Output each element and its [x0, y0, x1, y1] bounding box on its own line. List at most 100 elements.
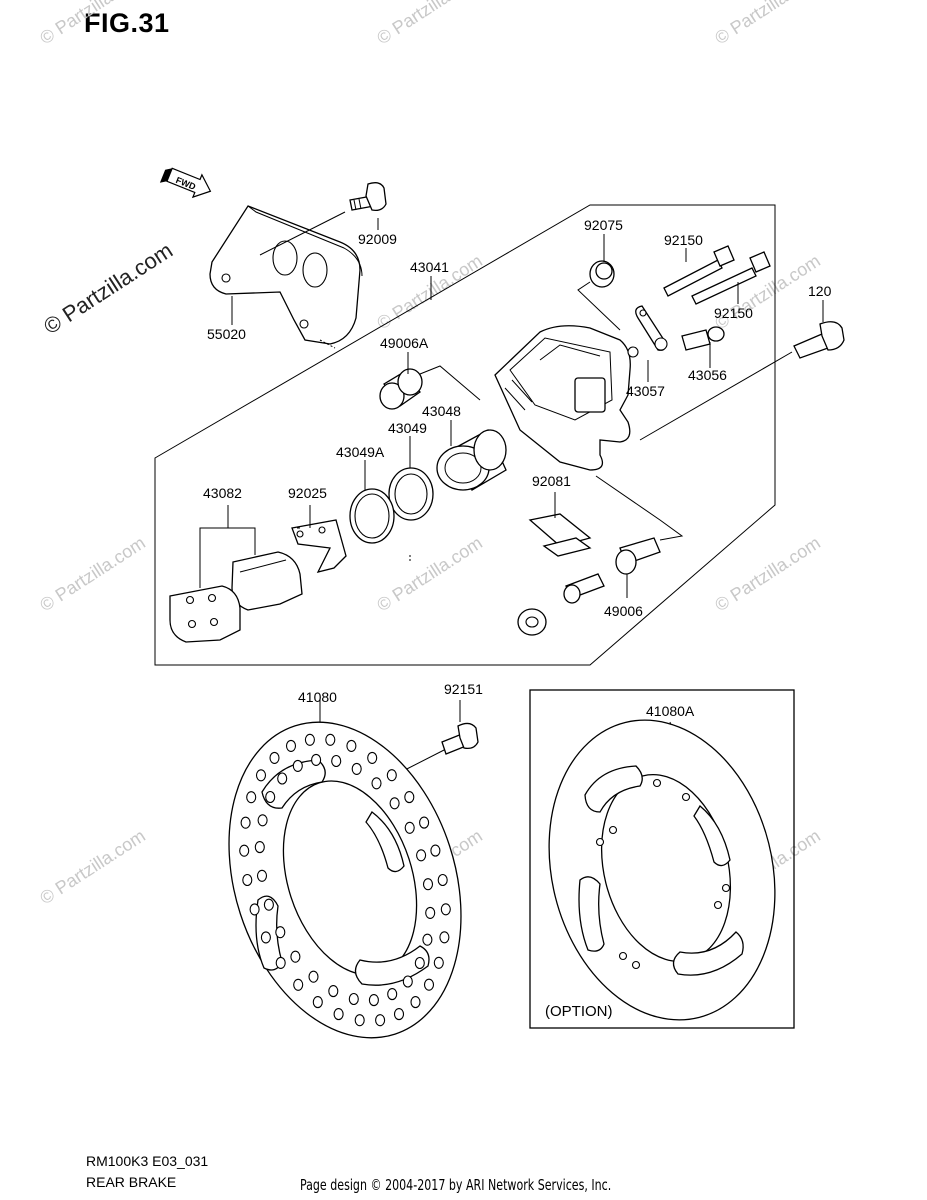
disc-hole	[328, 985, 339, 998]
brake-disc-41080A	[548, 719, 776, 1021]
disc-hole	[386, 769, 397, 782]
disc-hole	[422, 933, 433, 946]
disc-hole	[422, 878, 434, 891]
section-name: REAR BRAKE	[86, 1174, 177, 1190]
watermark-large: © Partzilla.com	[39, 237, 177, 339]
figure-title: FIG.31	[84, 8, 170, 38]
disc-hole	[425, 906, 436, 919]
disc-hole	[346, 739, 357, 752]
disc-hole	[240, 816, 251, 829]
pad-spring-92025	[291, 519, 347, 573]
disc-hole	[410, 996, 421, 1009]
piston-seal-43049	[388, 467, 434, 521]
disc-hole	[404, 821, 415, 834]
disc-hole	[402, 975, 413, 988]
caliper-body	[494, 325, 639, 471]
disc-hole	[414, 956, 425, 970]
disc-hole	[325, 733, 336, 746]
disc-hole	[312, 996, 323, 1009]
brake-disc-41080	[228, 721, 462, 1039]
label-92150-bottom: 92150	[714, 305, 753, 321]
watermark: © Partzilla.com	[36, 533, 149, 616]
label-43041: 43041	[410, 259, 449, 275]
watermark: © Partzilla.com	[373, 0, 486, 48]
disc-hole	[275, 926, 286, 939]
disc-hole	[304, 733, 315, 746]
disc-hole	[255, 769, 267, 782]
bleeder-parts	[635, 305, 725, 351]
label-43056: 43056	[688, 367, 727, 383]
pin-49006	[517, 537, 661, 636]
label-43057: 43057	[626, 383, 665, 399]
fwd-arrow-icon: FWD	[159, 167, 212, 199]
disc-bolt-92151	[441, 722, 479, 755]
watermark: © Partzilla.com	[36, 826, 149, 909]
disc-hole	[239, 844, 250, 857]
label-43049: 43049	[388, 420, 427, 436]
disc-hole	[375, 1014, 386, 1027]
disc-hole	[275, 956, 286, 969]
disc-hole	[249, 903, 260, 916]
disc-hole	[440, 903, 451, 916]
disc-hole	[293, 978, 304, 991]
disc-hole	[331, 754, 342, 768]
label-92151: 92151	[444, 681, 483, 697]
disc-hole	[404, 791, 415, 804]
disc-hole	[368, 994, 379, 1007]
disc-hole	[351, 762, 362, 775]
disc-hole	[308, 970, 319, 983]
disc-holes	[239, 733, 451, 1027]
disc-hole	[437, 873, 448, 887]
sleeve-49006A	[379, 368, 423, 410]
label-92075: 92075	[584, 217, 623, 233]
disc-hole	[311, 753, 322, 766]
disc-hole	[257, 814, 268, 827]
label-49006A: 49006A	[380, 335, 429, 351]
disc-hole	[393, 1008, 405, 1021]
disc-hole	[439, 931, 450, 944]
caliper-assembly-outline	[154, 204, 776, 666]
label-55020: 55020	[207, 326, 246, 342]
label-92081: 92081	[532, 473, 571, 489]
label-49006: 49006	[604, 603, 643, 619]
label-41080A: 41080A	[646, 703, 695, 719]
watermark: © Partzilla.com	[711, 0, 824, 48]
disc-hole	[419, 816, 430, 829]
disc-hole	[277, 772, 288, 785]
leader-lines	[199, 211, 824, 776]
watermark: © Partzilla.com	[373, 533, 486, 616]
label-41080: 41080	[298, 689, 337, 705]
label-92025: 92025	[288, 485, 327, 501]
label-43048: 43048	[422, 403, 461, 419]
label-92009: 92009	[358, 231, 397, 247]
model-code: RM100K3 E03_031	[86, 1153, 209, 1169]
label-120: 120	[808, 283, 832, 299]
option-box	[529, 689, 795, 1029]
disc-hole	[290, 950, 301, 963]
disc-hole	[354, 1014, 365, 1027]
disc-hole	[269, 751, 280, 764]
dust-seal-43049A	[349, 488, 395, 544]
disc-hole	[371, 777, 382, 790]
pad-spring-92081	[528, 513, 592, 557]
disc-hole	[246, 791, 257, 804]
disc-hole	[430, 844, 441, 857]
page-credit: Page design © 2004-2017 by ARI Network S…	[300, 1176, 612, 1194]
disc-hole	[387, 988, 398, 1001]
bolt-92009	[349, 182, 387, 212]
pad-pin-92150	[663, 245, 771, 305]
disc-hole	[416, 849, 427, 862]
watermark: © Partzilla.com	[36, 0, 149, 48]
label-43049A: 43049A	[336, 444, 385, 460]
label-92150-top: 92150	[664, 232, 703, 248]
disc-hole	[265, 790, 276, 804]
disc-hole	[423, 978, 435, 991]
piston-43048	[436, 429, 507, 491]
disc-hole	[254, 841, 265, 854]
disc-hole	[367, 751, 378, 764]
part-labels: 92009 55020 43041 92075 92150 92150 120 …	[203, 217, 832, 719]
disc-hole	[285, 739, 297, 752]
label-43082: 43082	[203, 485, 242, 501]
disc-hole	[389, 797, 400, 810]
